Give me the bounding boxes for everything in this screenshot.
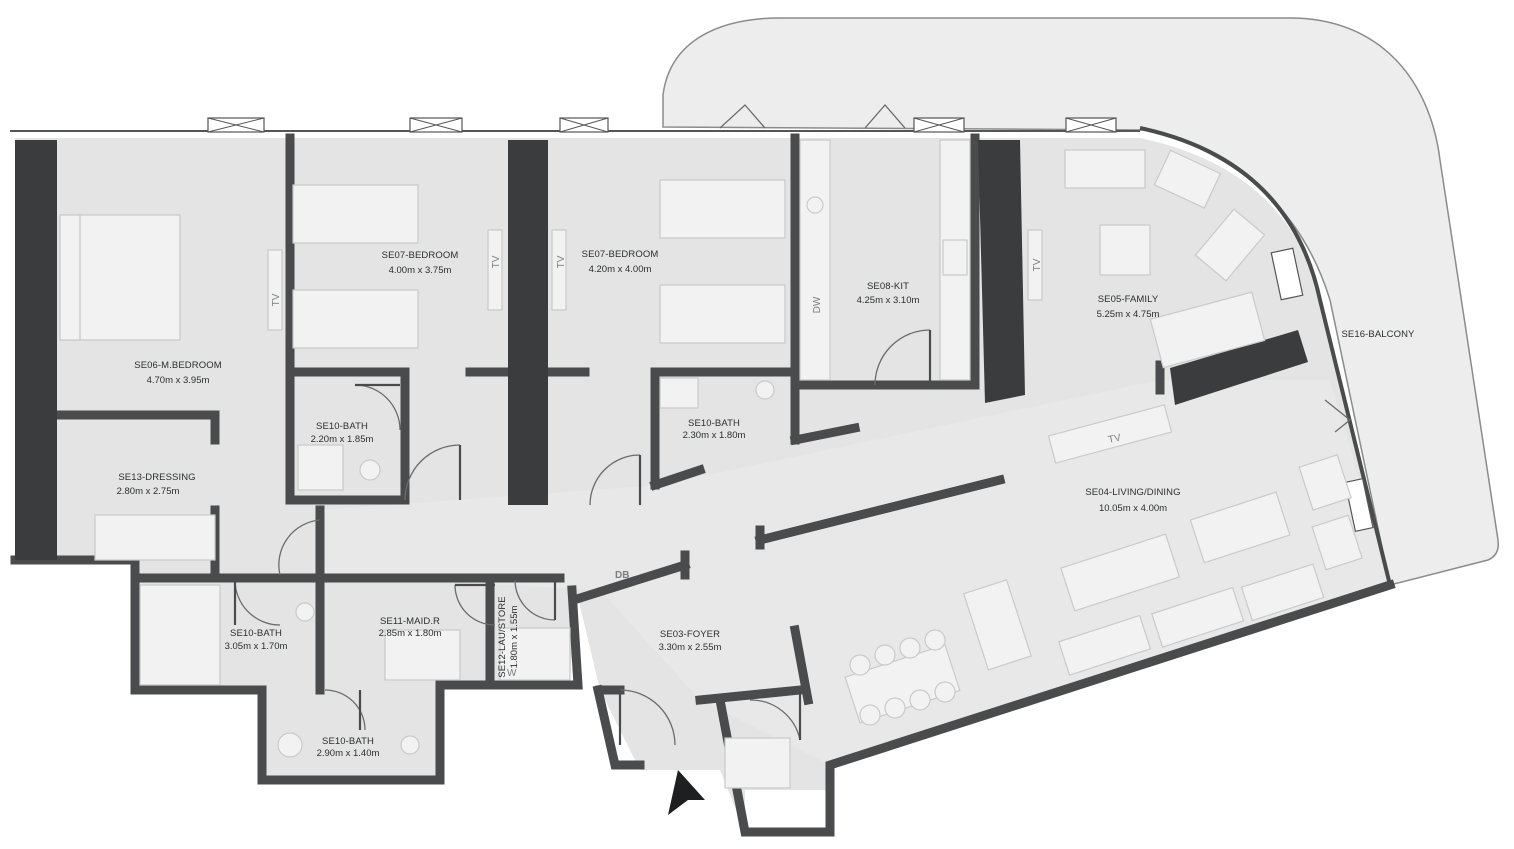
room-size-bath-a: 2.20m x 1.85m (311, 434, 374, 445)
tv-tag-bedroom-a: TV (491, 255, 502, 268)
room-size-m-bedroom: 4.70m x 3.95m (147, 375, 210, 386)
entrance-arrow-icon (668, 770, 705, 815)
interior-walls (55, 133, 1165, 706)
room-size-bath-c: 3.05m x 1.70m (225, 641, 288, 652)
room-size-family: 5.25m x 4.75m (1097, 309, 1160, 320)
furniture-baths (139, 377, 791, 789)
room-size-living: 10.05m x 4.00m (1099, 503, 1167, 514)
room-name-laustore: SE12-LAU/STORE (497, 596, 508, 677)
room-size-bedroom-b: 4.20m x 4.00m (589, 264, 652, 275)
room-size-laustore: 1.80m x 1.55m (509, 606, 520, 669)
structural-columns (15, 140, 1308, 560)
room-name-bedroom-b: SE07-BEDROOM (582, 249, 659, 260)
room-name-bedroom-a: SE07-BEDROOM (382, 250, 459, 261)
room-size-dressing: 2.80m x 2.75m (117, 486, 180, 497)
windows (207, 117, 1374, 533)
room-size-bath-d: 2.90m x 1.40m (317, 748, 380, 759)
furniture-living-dining (844, 404, 1363, 726)
dw-tag: DW (812, 296, 823, 313)
furniture-bedroom-b (551, 179, 786, 344)
room-size-bedroom-a: 4.00m x 3.75m (389, 265, 452, 276)
furniture-master-bedroom (59, 214, 283, 561)
room-name-living: SE04-LIVING/DINING (1085, 487, 1180, 498)
w-tag: W (507, 668, 517, 679)
furniture-kitchen (799, 139, 971, 381)
exterior-wall (10, 555, 583, 785)
room-name-dressing: SE13-DRESSING (118, 472, 195, 483)
balcony-door (1324, 399, 1352, 433)
room-name-bath-d: SE10-BATH (322, 736, 374, 747)
room-name-bath-a: SE10-BATH (316, 421, 368, 432)
doors (233, 104, 932, 746)
tv-tag-bedroom-b: TV (556, 255, 567, 268)
room-size-bath-b: 2.30m x 1.80m (683, 430, 746, 441)
room-name-foyer: SE03-FOYER (660, 629, 720, 640)
room-name-bath-c: SE10-BATH (230, 628, 282, 639)
room-size-kitchen: 4.25m x 3.10m (857, 295, 920, 306)
tv-tag-master: TV (271, 293, 282, 306)
furniture-family (1027, 149, 1266, 369)
room-name-m-bedroom: SE06-M.BEDROOM (134, 360, 221, 371)
tv-tag-family: TV (1032, 258, 1043, 271)
room-size-foyer: 3.30m x 2.55m (659, 642, 722, 653)
db-tag: DB (615, 570, 629, 581)
exterior-wall-foyer (592, 684, 645, 770)
room-name-maid: SE11-MAID.R (380, 616, 440, 627)
room-size-maid: 2.85m x 1.80m (379, 628, 442, 639)
furniture-bedroom-a (292, 184, 503, 349)
tv-tag-living: TV (1107, 432, 1122, 445)
room-name-kitchen: SE08-KIT (867, 281, 909, 292)
room-name-family: SE05-FAMILY (1098, 294, 1159, 305)
room-name-bath-b: SE10-BATH (688, 418, 740, 429)
room-name-balcony: SE16-BALCONY (1341, 329, 1415, 340)
exterior-wall-right (1139, 126, 1392, 586)
room-labels: SE06-M.BEDROOM 4.70m x 3.95m SE07-BEDROO… (117, 249, 1415, 759)
